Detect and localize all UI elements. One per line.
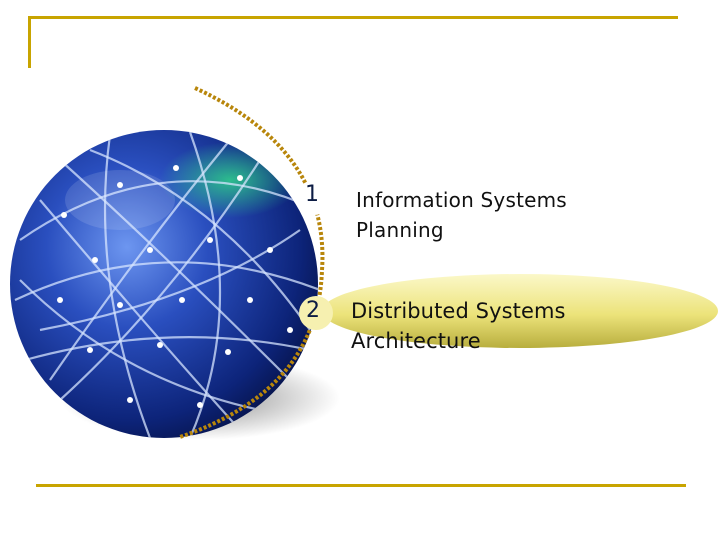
item-1-line2: Planning: [356, 218, 444, 242]
item-2-badge: [299, 296, 333, 330]
network-globe-icon: [10, 130, 318, 438]
item-1-label: Information Systems Planning: [356, 185, 567, 245]
item-2-label: Distributed Systems Architecture: [351, 296, 566, 356]
item-1-badge: [297, 181, 331, 215]
frame-left-rule: [28, 16, 31, 68]
item-1-line1: Information Systems: [356, 188, 567, 212]
item-2-line1: Distributed Systems: [351, 299, 566, 323]
item-1-number: 1: [305, 182, 319, 207]
dotted-arc: [179, 86, 325, 439]
item-2-number: 2: [306, 298, 320, 323]
item-2-line2: Architecture: [351, 329, 481, 353]
frame-top-rule: [30, 16, 678, 19]
frame-bottom-rule: [36, 484, 686, 487]
item-2-highlight: [322, 274, 718, 348]
